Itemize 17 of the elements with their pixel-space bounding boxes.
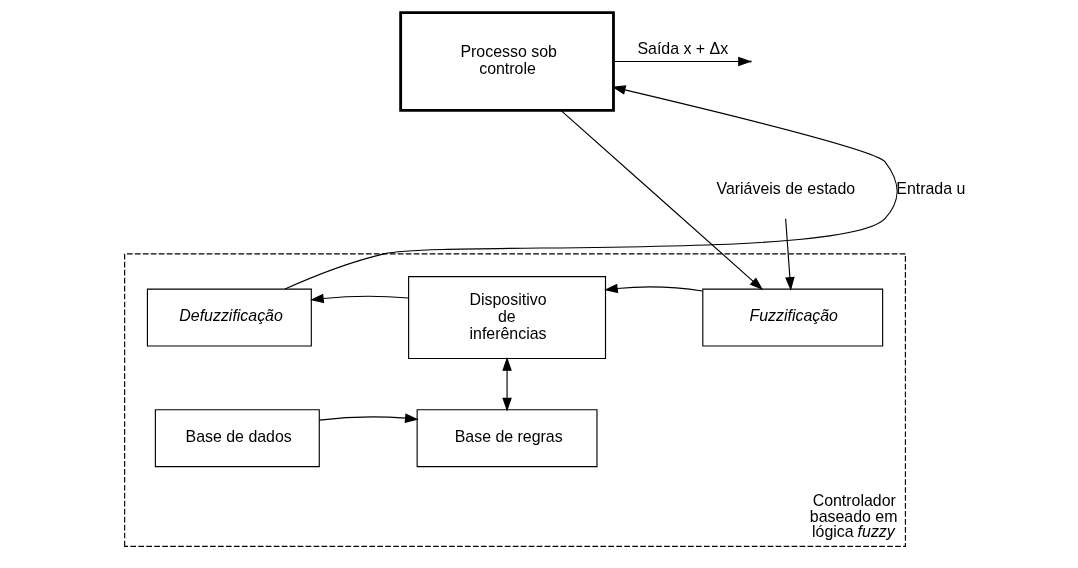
node-box: Fuzzificação	[701, 288, 883, 347]
node-box: Base de regras	[416, 409, 598, 468]
arrow	[603, 283, 703, 294]
arrow	[318, 413, 419, 423]
node-box: Dispositivo de inferências	[407, 276, 606, 360]
node-box: Processo sob controle	[398, 11, 615, 112]
edge-label: Entrada u	[895, 180, 965, 198]
arrow	[309, 293, 409, 304]
node-box: Base de dados	[154, 409, 320, 468]
arrow	[784, 218, 795, 291]
node-box: Defuzzificação	[146, 288, 312, 347]
arrow	[560, 110, 763, 291]
arrow	[612, 56, 752, 67]
arrow	[501, 357, 512, 412]
edge-label: Saída x + Δx	[636, 39, 728, 57]
arrow	[283, 85, 898, 290]
node-text: Variáveis de estado	[715, 180, 855, 198]
